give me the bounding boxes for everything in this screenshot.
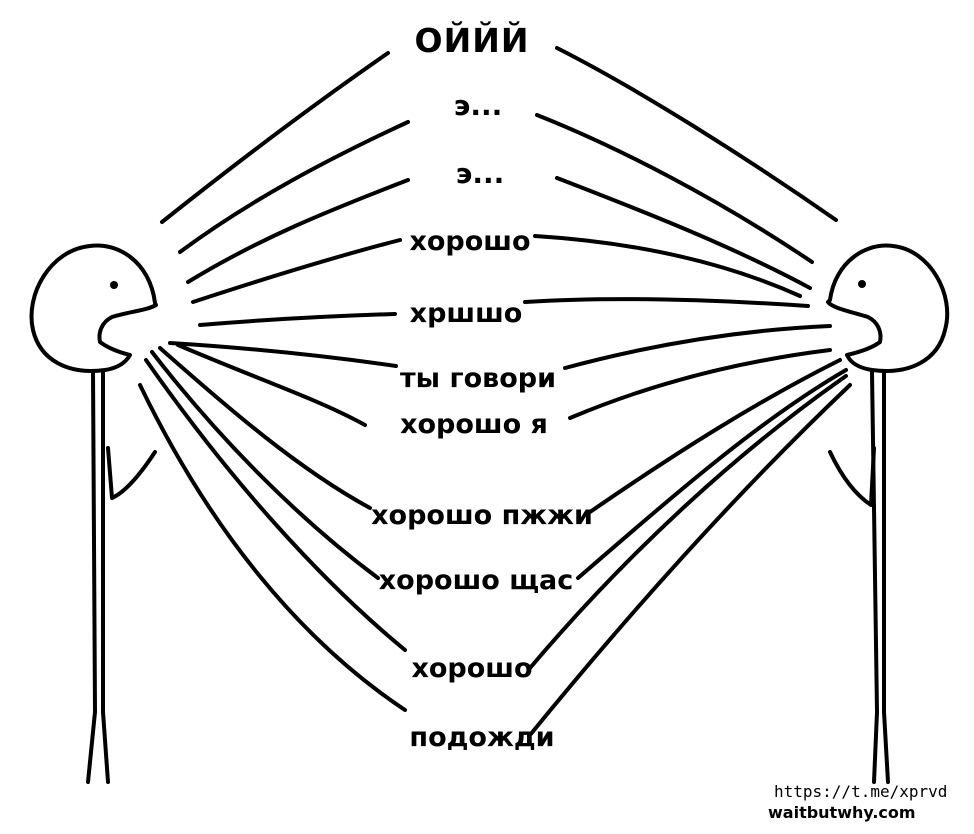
right-legs: [872, 710, 890, 784]
phrase-1: ОЙЙЙ: [414, 21, 530, 60]
left-body: [91, 370, 105, 714]
right-body: [870, 370, 886, 714]
phrase-3: э...: [455, 157, 505, 190]
right-head: [826, 243, 950, 373]
phrase-4: хорошо: [409, 226, 531, 257]
site-credit: waitbutwhy.com: [768, 803, 916, 822]
phrase-11: подожди: [409, 722, 555, 753]
right-arm: [828, 446, 876, 507]
right-stick-figure: [826, 243, 950, 784]
left-stick-figure: [29, 243, 158, 784]
left-speech-lines: [138, 51, 410, 712]
phrase-10: хорошо: [411, 653, 533, 684]
right-speech-lines: [523, 46, 852, 737]
left-head: [29, 243, 158, 373]
left-legs: [86, 710, 110, 784]
phrase-5: хршшо: [409, 298, 523, 329]
phrase-6: ты говори: [399, 363, 557, 394]
phrase-7: хорошо я: [400, 409, 548, 440]
phrase-8: хорошо пжжи: [371, 500, 593, 531]
phrase-9: хорошо щас: [378, 565, 574, 596]
phrase-2: э...: [453, 89, 503, 122]
channel-link[interactable]: https://t.me/xprvd: [774, 782, 948, 801]
left-arm: [106, 446, 157, 500]
